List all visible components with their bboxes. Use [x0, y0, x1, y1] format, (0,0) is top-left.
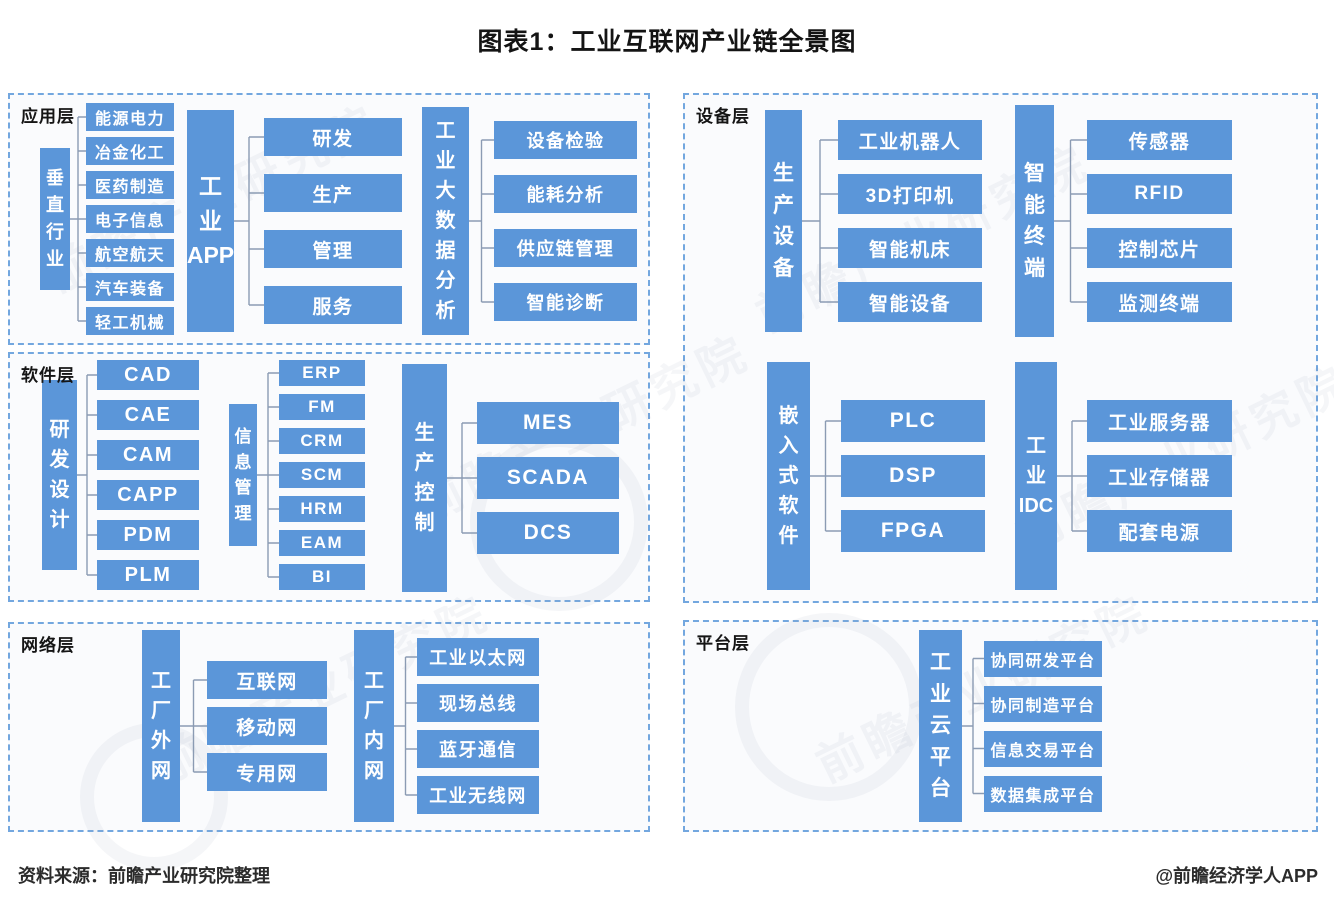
child-node: FM [279, 394, 365, 420]
child-node: 管理 [264, 230, 402, 268]
child-node: SCM [279, 462, 365, 488]
child-node: CAPP [97, 480, 199, 510]
child-node: 生产 [264, 174, 402, 212]
group-embedded-software: 嵌入式软件 PLC DSP FPGA [767, 362, 985, 590]
child-node: 研发 [264, 118, 402, 156]
child-node: 数据集成平台 [984, 775, 1102, 812]
layer-label-equipment-layer: 设备层 [696, 107, 750, 126]
layer-label-application-layer: 应用层 [21, 107, 75, 126]
child-node: 控制芯片 [1087, 228, 1232, 268]
child-node: 信息交易平台 [984, 730, 1102, 767]
child-node: 监测终端 [1087, 282, 1232, 322]
page-title: 图表1：工业互联网产业链全景图 [477, 28, 857, 56]
panel-platform-layer: 平台层 工业云平台协同研发平台协同制造平台信息交易平台数据集成平台 [683, 620, 1318, 832]
child-node: 工业存储器 [1087, 455, 1232, 497]
child-node: 互联网 [207, 661, 327, 699]
child-node: 移动网 [207, 707, 327, 745]
child-node: 工业机器人 [838, 120, 982, 160]
panel-software-layer: 软件层研发设计 CAD CAE CAM CAPP PDM PLM 信息管理 ERP FM CRM SC… [8, 352, 650, 602]
child-node: 蓝牙通信 [417, 730, 539, 768]
child-node: 医药制造 [86, 171, 174, 199]
parent-node-production-control: 生产控制 [402, 364, 447, 592]
parent-node-info-management: 信息管理 [229, 404, 257, 546]
child-node: 设备检验 [494, 121, 637, 159]
parent-node-smart-terminal: 智能终端 [1015, 105, 1054, 337]
child-node: 冶金化工 [86, 137, 174, 165]
child-node: 3D打印机 [838, 174, 982, 214]
child-node: 工业服务器 [1087, 400, 1232, 442]
child-node: SCADA [477, 457, 619, 499]
child-node: 协同研发平台 [984, 640, 1102, 677]
footer: 资料来源：前瞻产业研究院整理 @前瞻经济学人APP [0, 862, 1334, 888]
group-production-equipment: 生产设备工业机器人 3D打印机智能机床智能设备 [765, 110, 982, 332]
child-node: CRM [279, 428, 365, 454]
child-node: 智能诊断 [494, 283, 637, 321]
group-info-management: 信息管理 ERP FM CRM SCM HRM EAM BI [229, 360, 365, 590]
child-node: 配套电源 [1087, 510, 1232, 552]
panel-network-layer: 网络层 工厂外网互联网移动网专用网工厂内网工业以太网现场总线蓝牙通信工业无线网 [8, 622, 650, 832]
child-node: FPGA [841, 510, 985, 552]
child-node: 智能设备 [838, 282, 982, 322]
group-industrial-bigdata: 工业大数据分析设备检验能耗分析供应链管理智能诊断 [422, 107, 637, 335]
child-node: CAM [97, 440, 199, 470]
child-node: 服务 [264, 286, 402, 324]
group-industrial-cloud: 工业云平台协同研发平台协同制造平台信息交易平台数据集成平台 [919, 630, 1102, 822]
child-node: 智能机床 [838, 228, 982, 268]
child-node: PDM [97, 520, 199, 550]
child-node: ERP [279, 360, 365, 386]
layer-label-software-layer: 软件层 [21, 366, 75, 385]
child-node: 专用网 [207, 753, 327, 791]
group-vertical-industry: 垂直行业能源电力冶金化工医药制造电子信息航空航天汽车装备轻工机械 [40, 103, 174, 335]
group-factory-extranet: 工厂外网互联网移动网专用网 [142, 630, 327, 822]
child-node: MES [477, 402, 619, 444]
child-node: 能耗分析 [494, 175, 637, 213]
parent-node-embedded-software: 嵌入式软件 [767, 362, 810, 590]
group-production-control: 生产控制 MES SCADA DCS [402, 364, 619, 592]
credit-note: @前瞻经济学人APP [1155, 866, 1318, 886]
child-node: RFID [1087, 174, 1232, 214]
parent-node-rnd-design: 研发设计 [42, 380, 77, 570]
child-node: CAD [97, 360, 199, 390]
child-node: 工业无线网 [417, 776, 539, 814]
child-node: 供应链管理 [494, 229, 637, 267]
panel-equipment-layer: 设备层生产设备工业机器人 3D打印机智能机床智能设备智能终端传感器 RFID 控制芯片… [683, 93, 1318, 603]
parent-node-factory-intranet: 工厂内网 [354, 630, 394, 822]
child-node: 航空航天 [86, 239, 174, 267]
child-node: BI [279, 564, 365, 590]
child-node: 现场总线 [417, 684, 539, 722]
child-node: HRM [279, 496, 365, 522]
child-node: 轻工机械 [86, 307, 174, 335]
child-node: DSP [841, 455, 985, 497]
layer-label-network-layer: 网络层 [21, 636, 75, 655]
parent-node-industrial-cloud: 工业云平台 [919, 630, 962, 822]
parent-node-industrial-bigdata: 工业大数据分析 [422, 107, 469, 335]
child-node: 电子信息 [86, 205, 174, 233]
parent-node-factory-extranet: 工厂外网 [142, 630, 180, 822]
child-node: 传感器 [1087, 120, 1232, 160]
child-node: 协同制造平台 [984, 685, 1102, 722]
group-rnd-design: 研发设计 CAD CAE CAM CAPP PDM PLM [42, 360, 199, 590]
child-node: PLM [97, 560, 199, 590]
parent-node-vertical-industry: 垂直行业 [40, 148, 70, 290]
child-node: PLC [841, 400, 985, 442]
source-note: 资料来源：前瞻产业研究院整理 [18, 866, 270, 886]
child-node: 汽车装备 [86, 273, 174, 301]
child-node: DCS [477, 512, 619, 554]
child-node: EAM [279, 530, 365, 556]
group-smart-terminal: 智能终端传感器 RFID 控制芯片监测终端 [1015, 105, 1232, 337]
parent-node-production-equipment: 生产设备 [765, 110, 802, 332]
child-node: 能源电力 [86, 103, 174, 131]
layer-label-platform-layer: 平台层 [696, 634, 750, 653]
child-node: 工业以太网 [417, 638, 539, 676]
child-node: CAE [97, 400, 199, 430]
group-factory-intranet: 工厂内网工业以太网现场总线蓝牙通信工业无线网 [354, 630, 539, 822]
